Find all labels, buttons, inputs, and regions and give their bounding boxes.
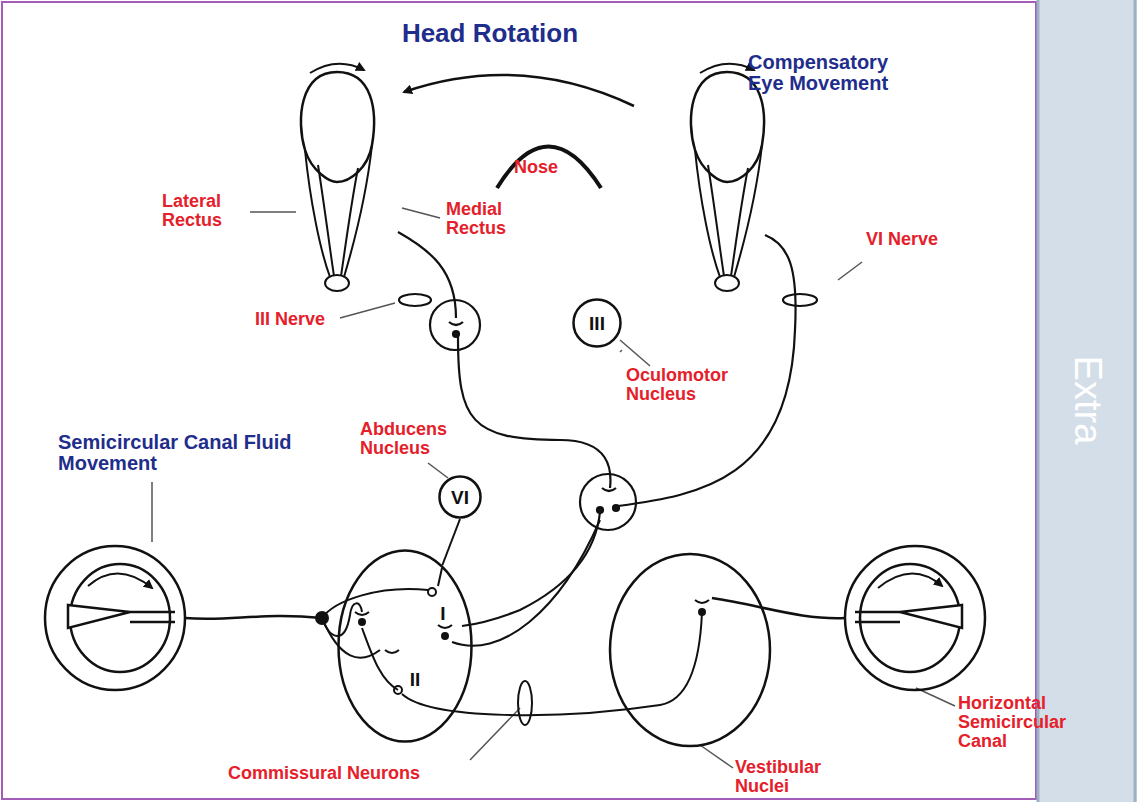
node-outline — [337, 549, 473, 743]
part-label: VI Nerve — [866, 230, 966, 249]
neuron-numeral: II — [410, 670, 421, 689]
axon-connector — [442, 519, 460, 565]
part-label: Commissural Neurons — [228, 764, 468, 783]
part-label: Nose — [514, 158, 574, 177]
neuron-numeral: I — [440, 604, 445, 623]
nucleus-numeral: VI — [451, 488, 469, 507]
nucleus-circle: VI — [438, 475, 482, 519]
part-label: Horizontal Semicircular Canal — [958, 694, 1078, 751]
vestibular-nucleus-oval: III — [337, 549, 473, 743]
diagram-title: Head Rotation — [340, 20, 640, 47]
part-label: Abducens Nucleus — [360, 420, 460, 458]
side-tab-label: Extra — [1067, 340, 1107, 460]
nucleus-numeral: III — [589, 314, 605, 333]
part-label: III Nerve — [255, 310, 345, 329]
vestibular-oval — [610, 554, 770, 746]
part-label: Lateral Rectus — [162, 192, 248, 230]
part-label: Semicircular Canal Fluid Movement — [58, 432, 328, 474]
part-label: Compensatory Eye Movement — [748, 52, 908, 94]
part-label: Vestibular Nuclei — [735, 758, 845, 796]
part-label: Oculomotor Nucleus — [626, 366, 746, 404]
nucleus-circle: III — [572, 298, 622, 348]
part-label: Medial Rectus — [446, 200, 530, 238]
